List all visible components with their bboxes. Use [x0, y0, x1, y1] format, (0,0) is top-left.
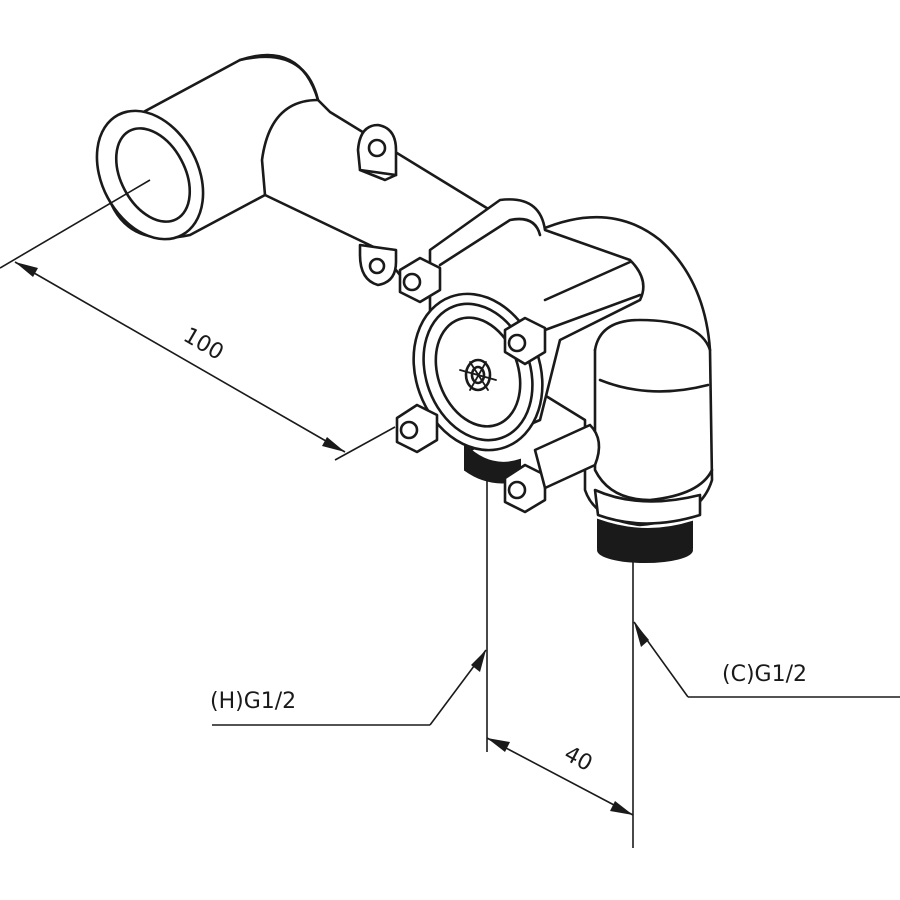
rear-elbow: [95, 53, 492, 302]
lower-clamp: [533, 423, 601, 490]
bottom-lug: [358, 243, 398, 287]
dimension-100: [0, 179, 396, 461]
top-lug: [356, 123, 398, 182]
cold-inlet-label: (C)G1/2: [722, 662, 807, 687]
nut-top-left: [398, 256, 442, 304]
nut-bottom: [503, 463, 547, 514]
nut-right: [503, 316, 547, 366]
hot-inlet-label: (H)G1/2: [210, 689, 296, 714]
hot-leader: [212, 649, 487, 726]
dimension-100-label: 100: [179, 323, 228, 366]
dimension-40-label: 40: [560, 742, 596, 777]
dimension-40: [486, 478, 634, 848]
nut-left: [395, 403, 439, 454]
cold-leader: [633, 621, 900, 698]
